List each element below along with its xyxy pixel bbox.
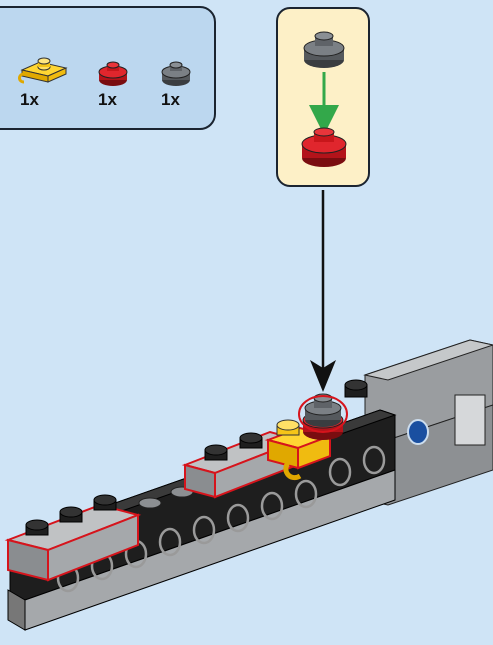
right-gray-plate (344, 379, 368, 398)
callout-gray-plate-icon (303, 31, 345, 68)
right-gray-tower (363, 339, 493, 506)
blue-axle-connector-icon (407, 419, 429, 445)
parts-list-panel: 1x 1x 1x (0, 6, 216, 130)
callout-red-plate-icon (301, 127, 347, 167)
red-round-plate-quantity: 1x (98, 90, 117, 109)
gray-round-plate-icon (160, 58, 192, 88)
gray-round-plate-quantity: 1x (161, 90, 180, 109)
beam-holes (56, 445, 386, 593)
yellow-plate-with-clip-icon (18, 54, 70, 88)
red-round-plate-icon (97, 58, 129, 88)
yellow-plate-quantity: 1x (20, 90, 39, 109)
placement-arrow-head (310, 360, 336, 392)
left-gray-brick (4, 494, 142, 582)
yellow-clip-plate (264, 419, 334, 480)
placed-gray-round-plate (298, 393, 348, 433)
